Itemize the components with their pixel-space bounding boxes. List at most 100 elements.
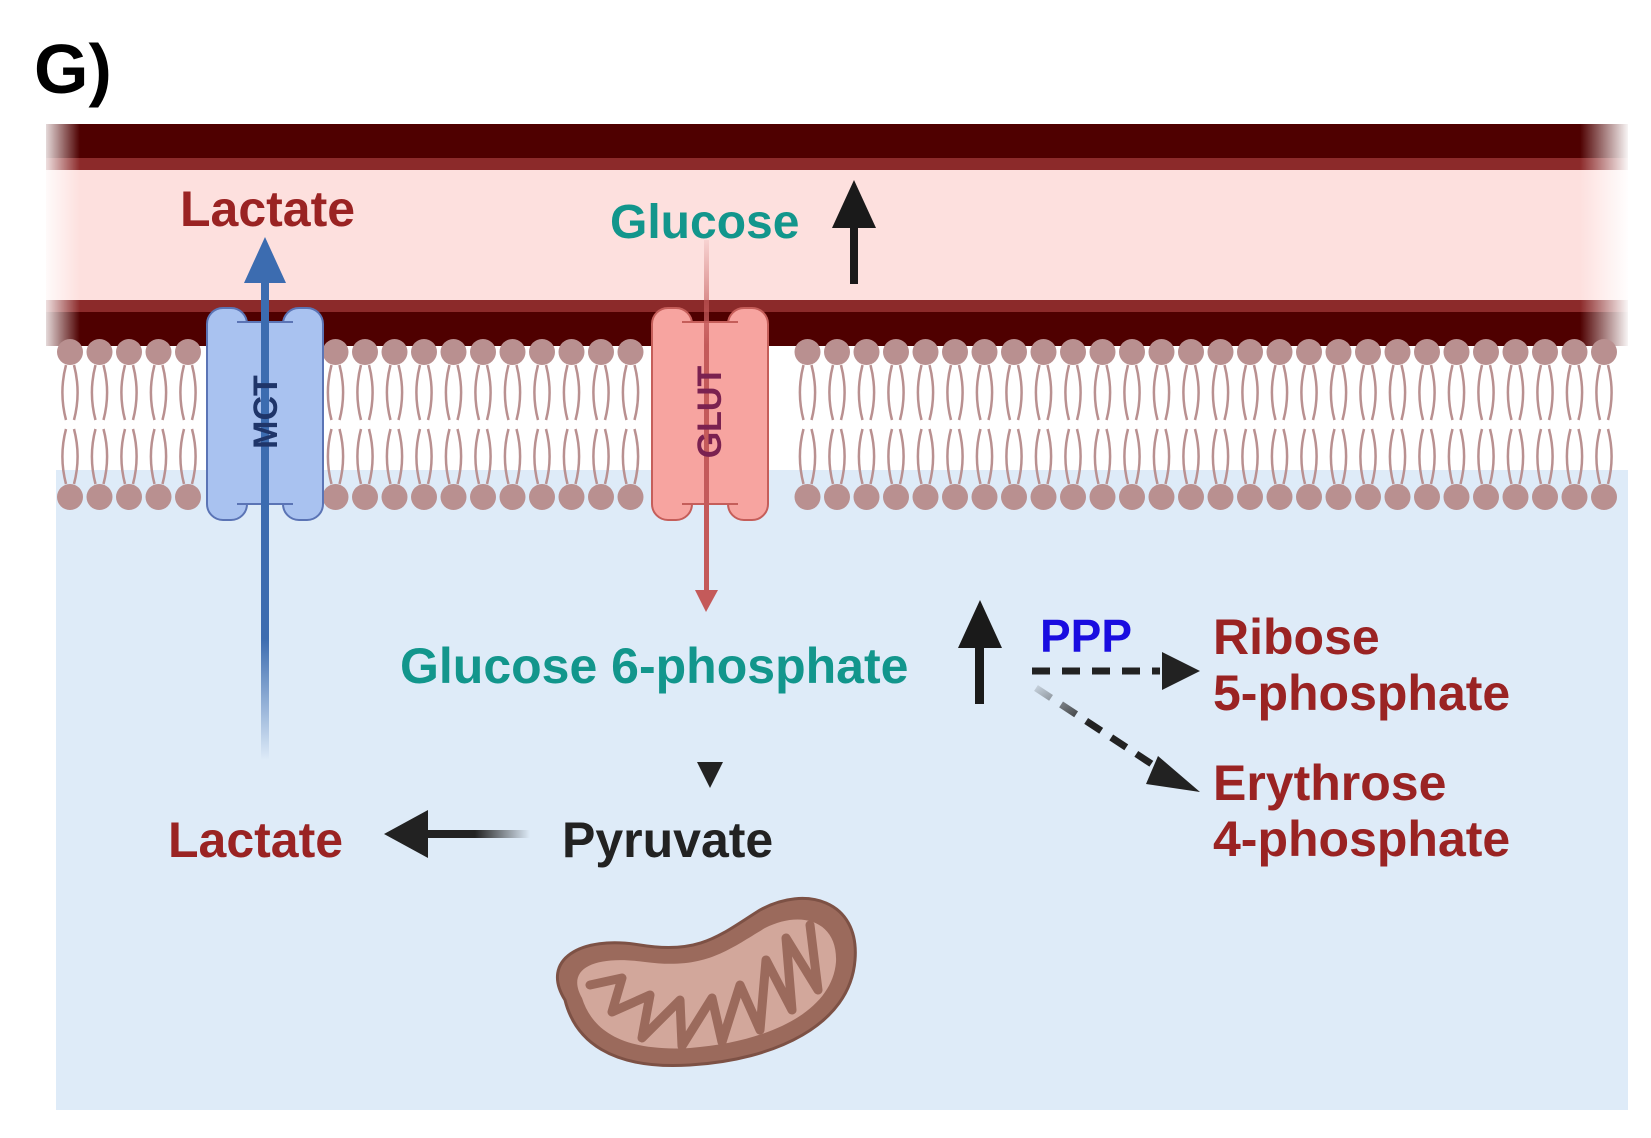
lipid-head — [1355, 484, 1381, 510]
lipid-tail — [1046, 364, 1053, 421]
lipid-tail — [1329, 428, 1336, 485]
panel-label: G) — [34, 30, 112, 108]
lipid-tail — [857, 428, 864, 485]
lipid-head — [175, 339, 201, 365]
lipid-head — [1325, 339, 1352, 365]
lipid-tail — [1595, 428, 1602, 485]
lipid-tail — [1123, 428, 1130, 485]
lipid-tail — [1164, 428, 1171, 485]
lipid-head — [1119, 339, 1145, 365]
lipid-head — [588, 339, 614, 365]
lipid-head — [322, 484, 349, 510]
lipid-head — [529, 484, 555, 510]
lipid-head — [1207, 484, 1234, 510]
lipid-tail — [1270, 428, 1277, 485]
lipid-head — [1384, 339, 1411, 365]
lipid-head — [1561, 484, 1588, 510]
lipid-tail — [426, 364, 433, 421]
lipid-tail — [1005, 428, 1012, 485]
lipid-tail — [397, 364, 404, 421]
lipid-head — [1325, 484, 1352, 510]
lipid-tail — [179, 428, 186, 485]
lipid-tail — [326, 428, 333, 485]
lipid-tail — [603, 364, 610, 421]
lipid-tail — [444, 364, 451, 421]
lipid-tail — [1359, 364, 1366, 421]
lipid-head — [352, 339, 378, 365]
lipid-tail — [1459, 364, 1466, 421]
lipid-tail — [1418, 364, 1425, 421]
lipid-tail — [1311, 428, 1318, 485]
lipid-head — [1060, 339, 1086, 365]
lipid-tail — [798, 428, 805, 485]
erythrose-label-line2: 4-phosphate — [1213, 811, 1510, 867]
lipid-tail — [1223, 364, 1230, 421]
lipid-tail — [456, 428, 463, 485]
lipid-head — [1119, 484, 1145, 510]
lipid-tail — [190, 364, 197, 421]
lipid-tail — [533, 364, 540, 421]
lipid-head — [971, 339, 998, 365]
lipid-head — [617, 484, 644, 510]
lipid-tail — [1252, 364, 1259, 421]
lipid-head — [1001, 484, 1027, 510]
lipid-head — [381, 484, 408, 510]
up-arrow-icon — [832, 180, 876, 284]
lipid-tail — [592, 364, 599, 421]
lipid-tail — [415, 428, 422, 485]
lipid-tail — [1400, 428, 1407, 485]
lipid-tail — [90, 428, 97, 485]
ribose-label-line2: 5-phosphate — [1213, 665, 1510, 721]
lipid-tail — [1341, 364, 1348, 421]
lipid-head — [470, 339, 496, 365]
lipid-tail — [987, 364, 994, 421]
lipid-tail — [1488, 364, 1495, 421]
lipid-head — [1591, 339, 1617, 365]
lipid-tail — [1016, 428, 1023, 485]
lipid-head — [145, 484, 172, 510]
lipid-tail — [190, 428, 197, 485]
lipid-head — [499, 339, 526, 365]
lipid-bilayer — [57, 339, 1617, 510]
lipid-tail — [887, 364, 894, 421]
lipid-head — [824, 339, 850, 365]
lipid-tail — [1341, 428, 1348, 485]
lipid-tail — [102, 364, 109, 421]
lipid-tail — [1518, 364, 1525, 421]
lipid-head — [853, 339, 880, 365]
lipid-tail — [1477, 428, 1484, 485]
lipid-tail — [1164, 364, 1171, 421]
lipid-head — [1296, 484, 1322, 510]
lipid-tail — [1577, 428, 1584, 485]
lipid-tail — [515, 428, 522, 485]
lipid-tail — [828, 428, 835, 485]
lipid-tail — [338, 428, 345, 485]
lipid-tail — [887, 428, 894, 485]
lipid-tail — [161, 364, 168, 421]
lipid-tail — [621, 428, 628, 485]
lipid-tail — [1034, 428, 1041, 485]
lipid-tail — [1329, 364, 1336, 421]
lipid-head — [1414, 339, 1440, 365]
lipid-head — [175, 484, 201, 510]
lipid-tail — [1016, 364, 1023, 421]
lipid-head — [1443, 339, 1470, 365]
lipid-tail — [503, 364, 510, 421]
lipid-tail — [485, 364, 492, 421]
lipid-tail — [562, 428, 569, 485]
lipid-tail — [415, 364, 422, 421]
lipid-tail — [621, 364, 628, 421]
lipid-tail — [857, 364, 864, 421]
lipid-tail — [1282, 364, 1289, 421]
lipid-tail — [1518, 428, 1525, 485]
lipid-tail — [898, 428, 905, 485]
lipid-head — [1473, 484, 1499, 510]
lipid-tail — [61, 428, 68, 485]
lipid-head — [529, 339, 555, 365]
lipid-tail — [946, 428, 953, 485]
lipid-head — [86, 484, 113, 510]
lipid-tail — [1105, 428, 1112, 485]
lipid-tail — [1123, 364, 1130, 421]
lipid-tail — [90, 364, 97, 421]
